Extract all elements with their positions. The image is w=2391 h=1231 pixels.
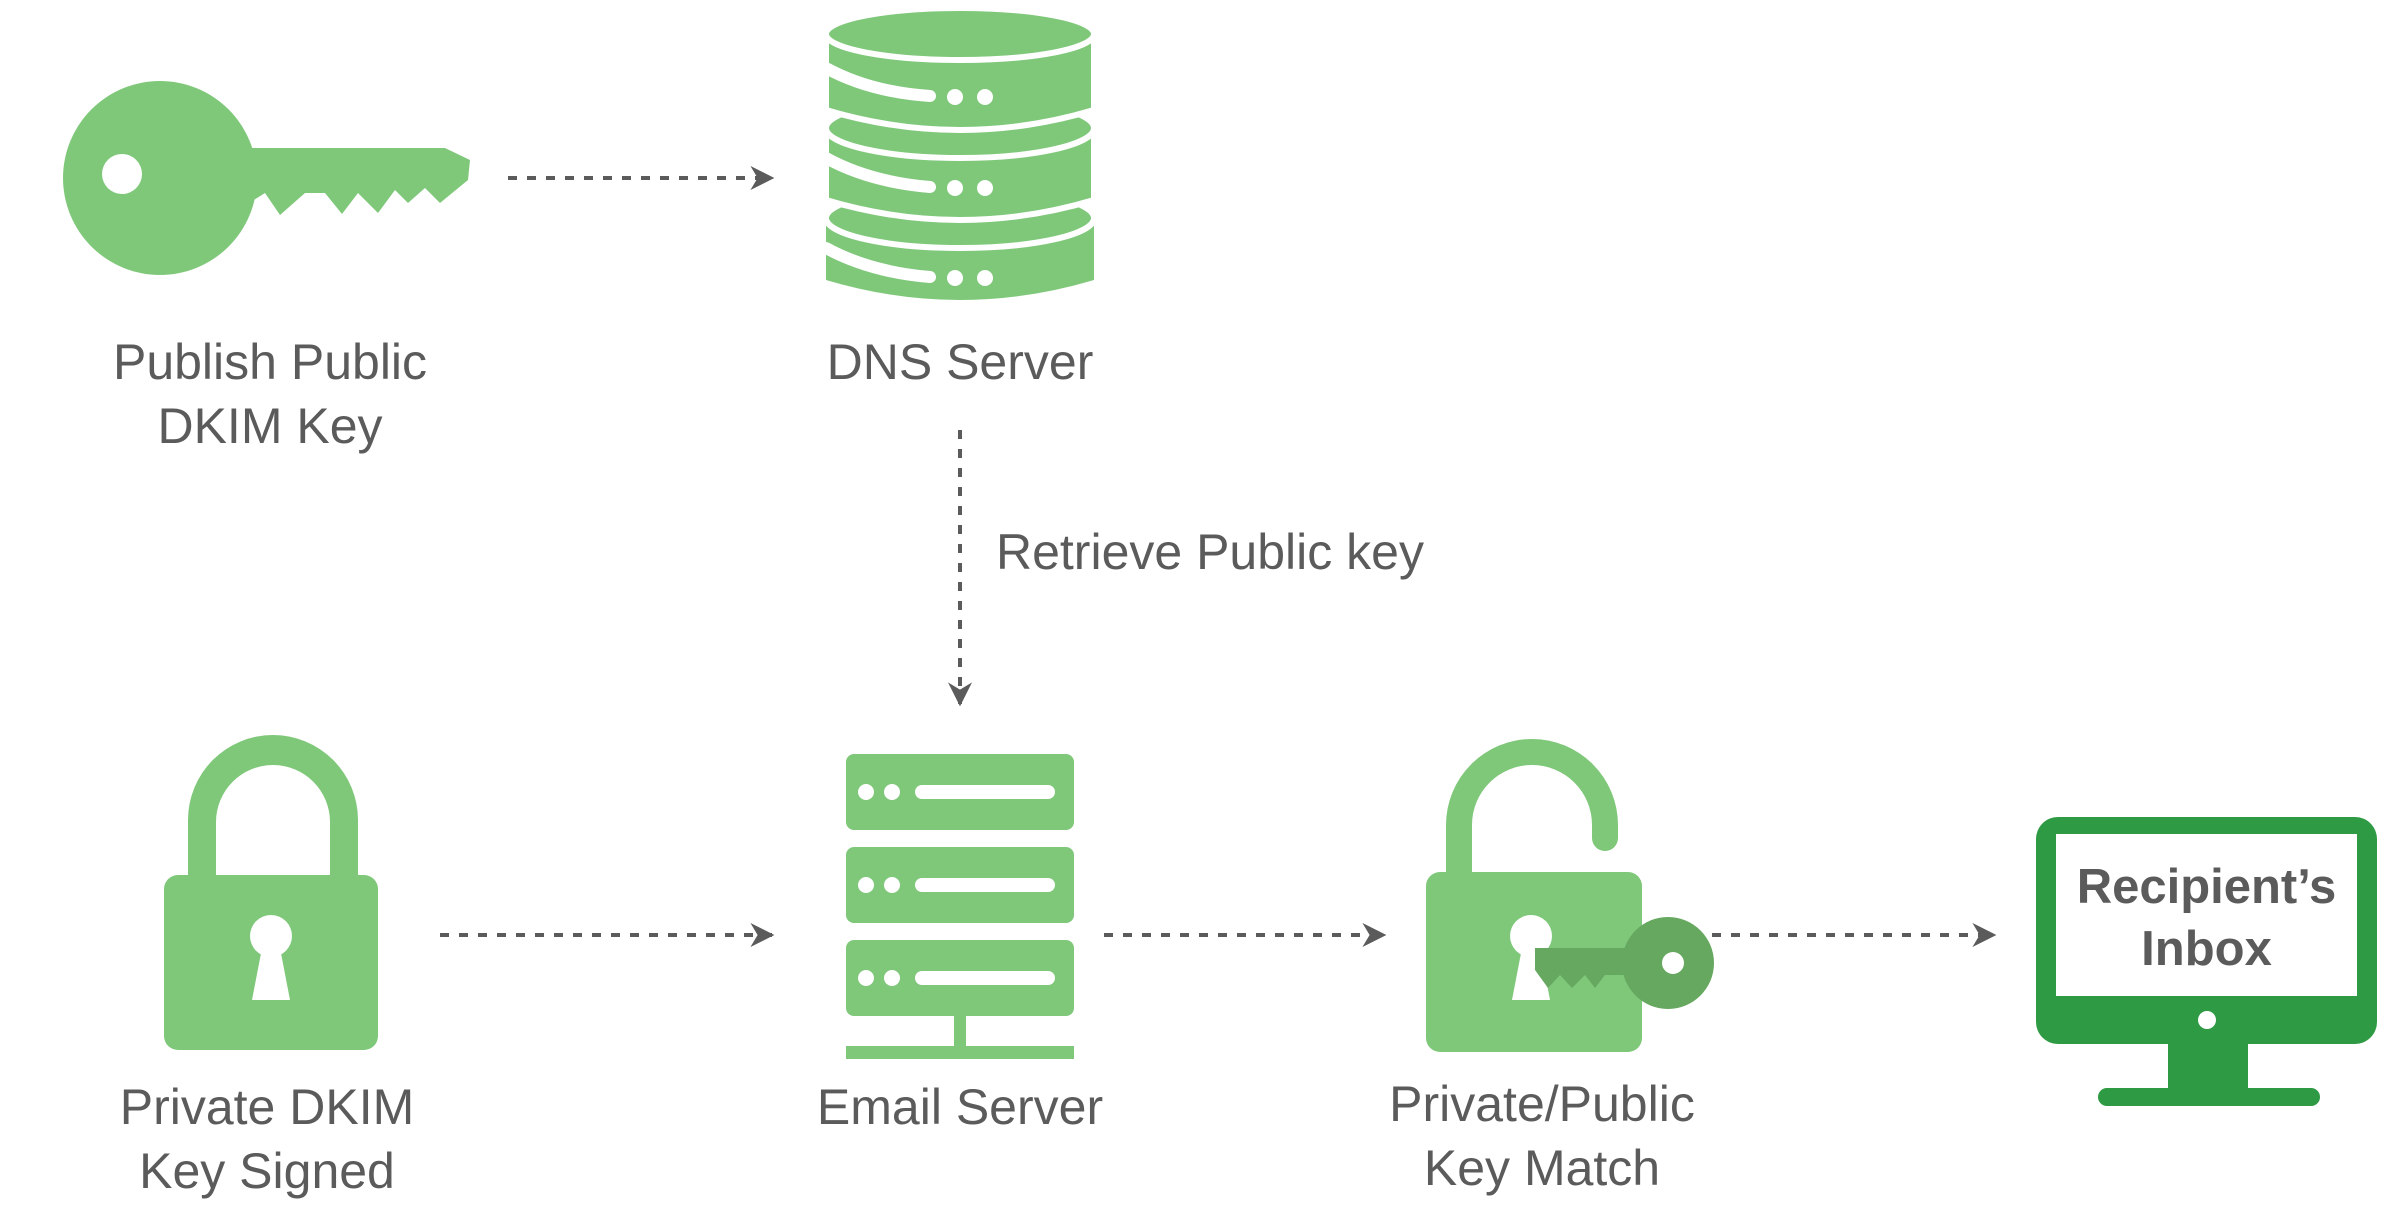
dns-server-label: DNS Server (760, 330, 1160, 394)
key-match-label: Private/Public Key Match (1342, 1072, 1742, 1200)
email-server-label: Email Server (760, 1075, 1160, 1139)
inbox-line1: Recipient’s (2076, 860, 2337, 914)
key-insert-icon (1535, 917, 1714, 1009)
publish-key-line1: Publish Public (112, 334, 428, 390)
padlock-closed-icon (164, 735, 378, 1050)
retrieve-key-edge-label: Retrieve Public key (996, 524, 1424, 580)
dns-server-line1: DNS Server (826, 334, 1094, 390)
key-match-line1: Private/Public (1389, 1076, 1695, 1132)
edges (440, 166, 1997, 947)
publish-key-label: Publish Public DKIM Key (70, 330, 470, 458)
private-key-line1: Private DKIM (119, 1079, 415, 1135)
inbox-label: Recipient’s Inbox (2056, 856, 2357, 980)
inbox-line2: Inbox (2141, 922, 2272, 976)
key-match-line2: Key Match (1423, 1140, 1661, 1196)
publish-key-line2: DKIM Key (157, 398, 383, 454)
server-rack-icon (846, 754, 1074, 1059)
email-server-line1: Email Server (816, 1079, 1104, 1135)
monitor-icon (2036, 817, 2377, 1106)
padlock-open-with-key-icon (1426, 739, 1714, 1052)
private-key-label: Private DKIM Key Signed (67, 1075, 467, 1203)
private-key-line2: Key Signed (139, 1143, 395, 1199)
key-icon (63, 81, 470, 275)
database-icon (820, 5, 1097, 300)
